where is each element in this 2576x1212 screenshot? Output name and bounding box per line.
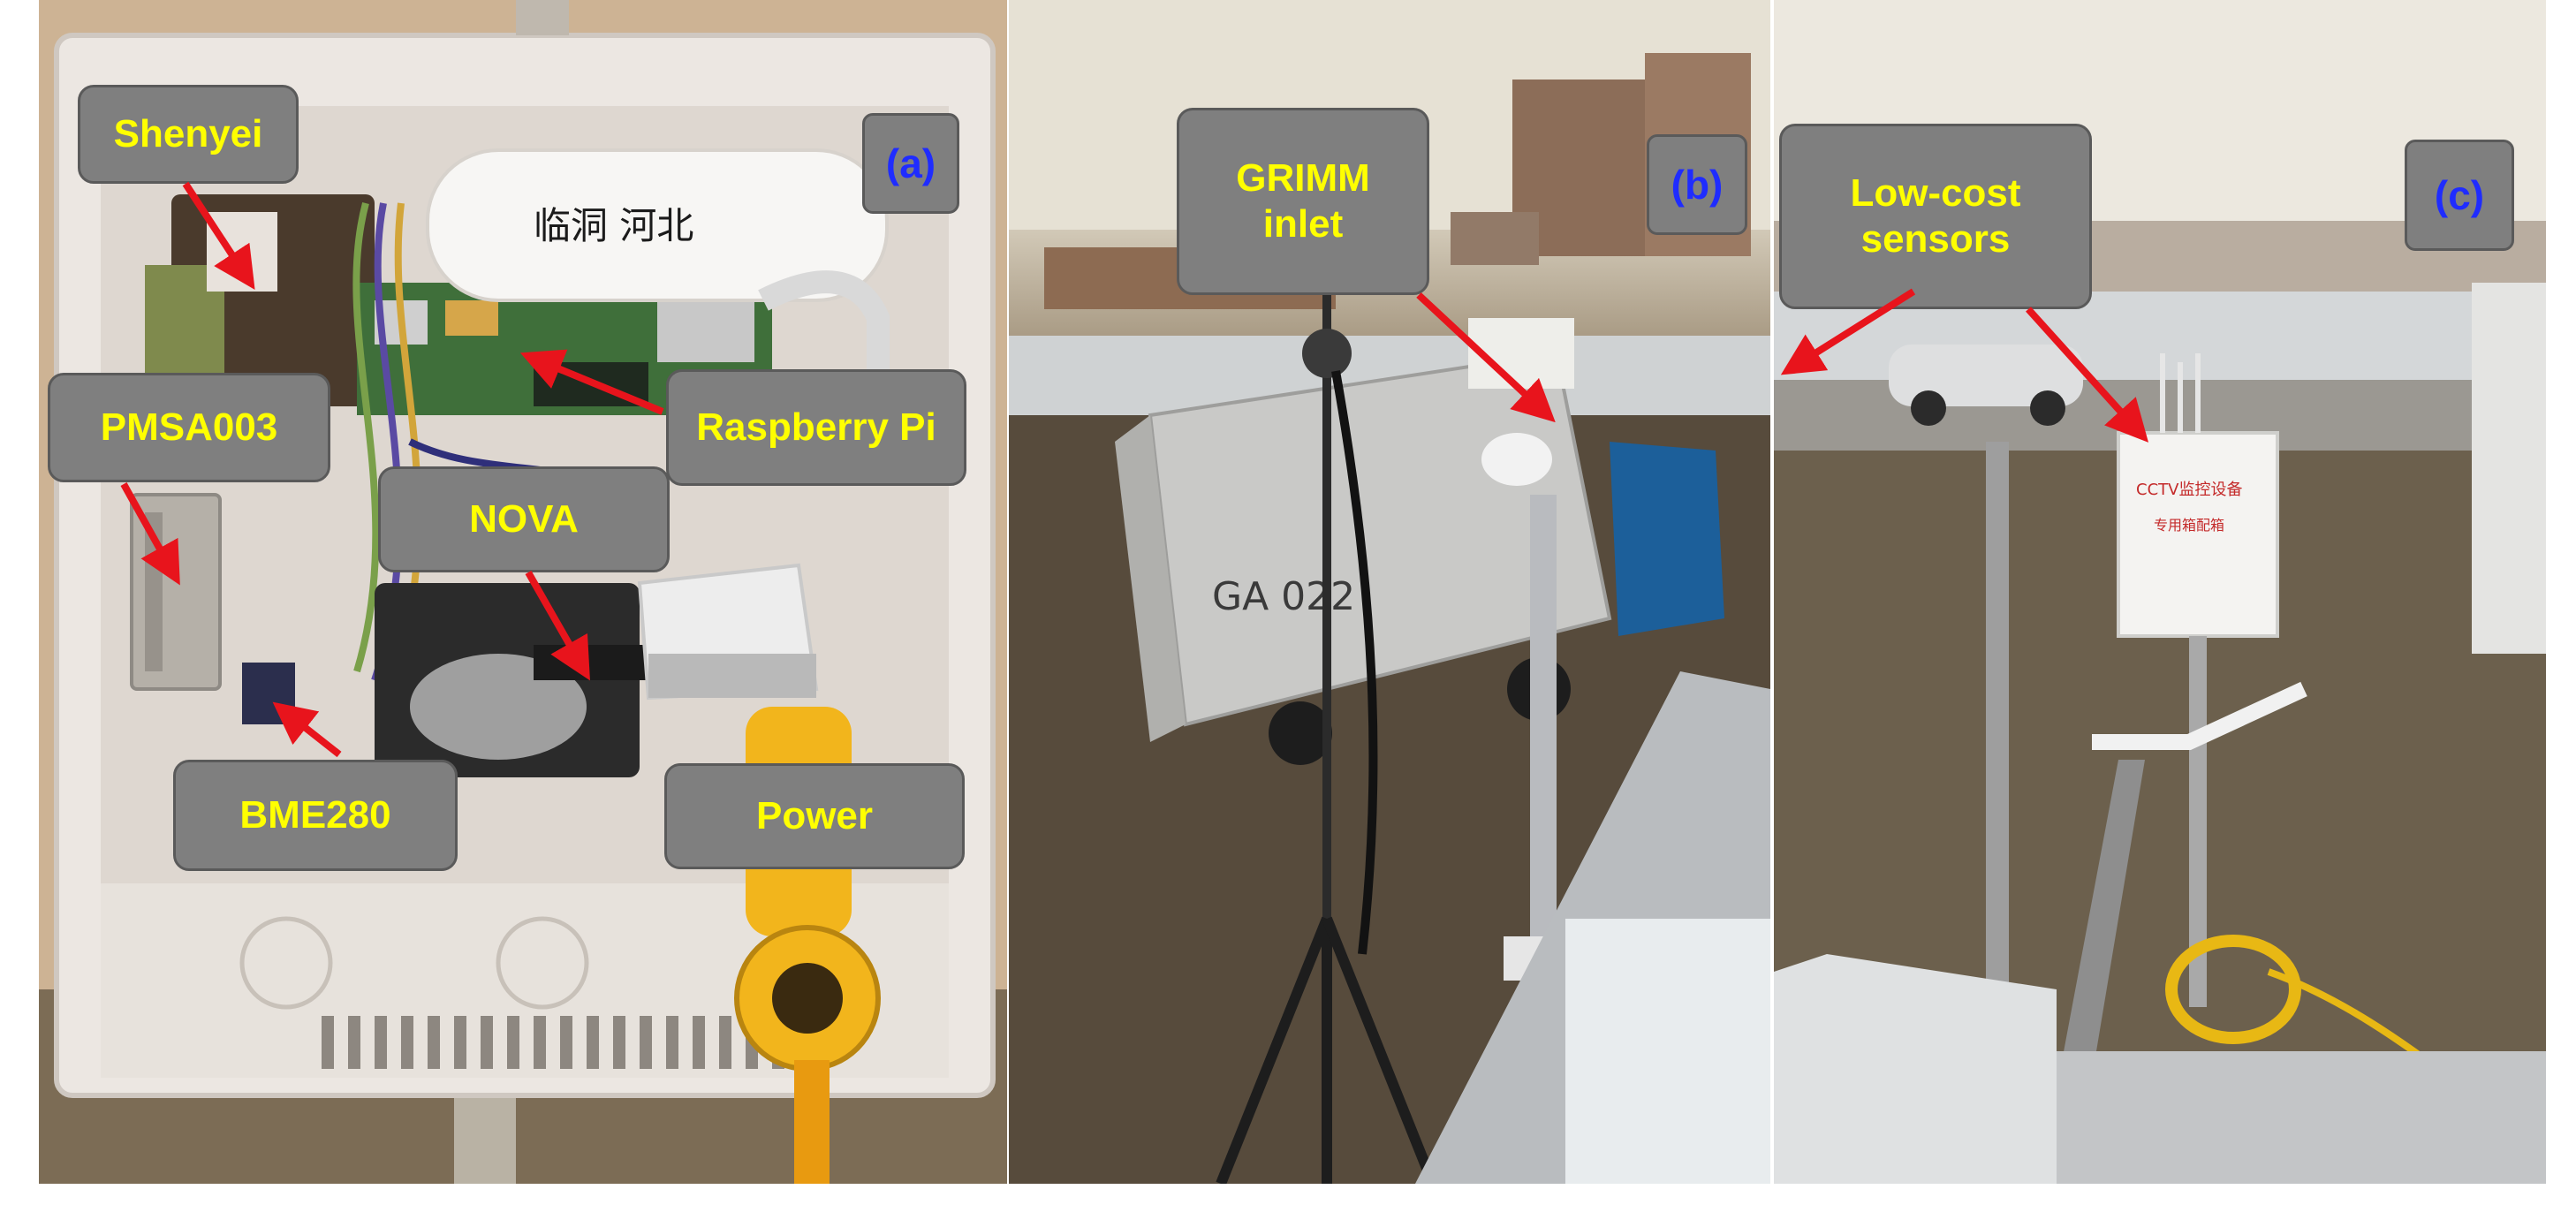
callout-bme280: BME280 [173,760,458,871]
cabinet-label-2: 专用箱配箱 [2154,517,2224,534]
callout-pmsa003: PMSA003 [48,373,330,482]
cabinet-label-1: CCTV监控设备 [2136,481,2242,499]
callout-raspberry-pi: Raspberry Pi [666,369,966,486]
callout-power: Power [664,763,965,869]
panel-tag-b: (b) [1647,134,1747,235]
callout-shenyei: Shenyei [78,85,299,184]
truck-plate: GA 022 [1212,574,1355,619]
panel-tag-c: (c) [2405,140,2514,251]
panel-tag-a: (a) [862,113,959,214]
photo-panel-c: CCTV监控设备 专用箱配箱 Low-cost sensors (c) [1774,0,2546,1184]
callout-low-cost-sensors: Low-cost sensors [1779,124,2092,309]
callout-grimm-inlet: GRIMM inlet [1177,108,1429,295]
modem-handwriting: 临洞 河北 [534,204,693,247]
photo-panel-a: 临洞 河北 Shenyei PMSA003 Raspberry Pi NOVA … [39,0,1007,1184]
callout-nova: NOVA [378,466,670,572]
photo-panel-b: GA 022 GRIMM inlet (b) [1009,0,1770,1184]
